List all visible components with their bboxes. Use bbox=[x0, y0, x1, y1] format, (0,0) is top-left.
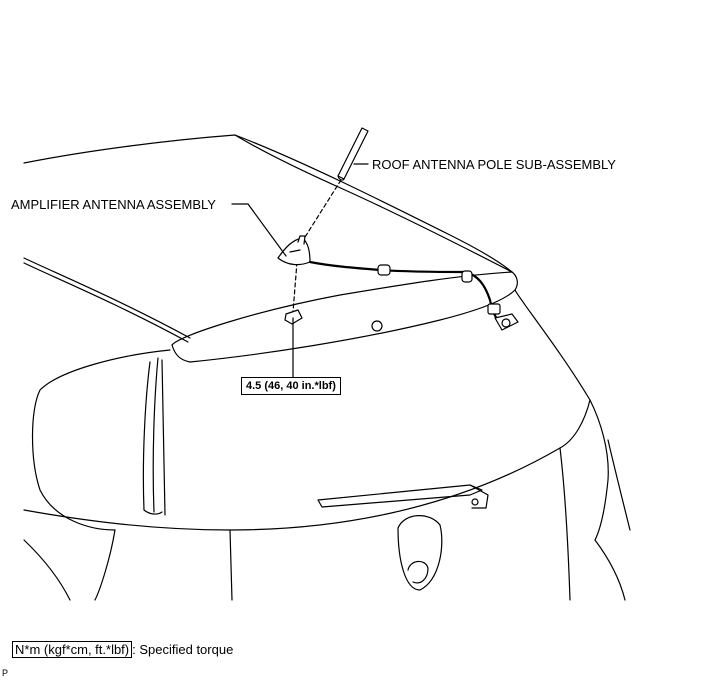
amplifier-antenna bbox=[277, 235, 311, 266]
legend-description: : Specified torque bbox=[132, 642, 234, 657]
antenna-pole bbox=[337, 127, 369, 181]
rear-body bbox=[23, 289, 631, 601]
mounting-nut bbox=[284, 309, 303, 379]
leader-lines bbox=[231, 163, 369, 257]
roof-antenna-pole-label: ROOF ANTENNA POLE SUB-ASSEMBLY bbox=[372, 157, 616, 172]
torque-spec-box: 4.5 (46, 40 in.*lbf) bbox=[241, 377, 341, 395]
torque-legend: N*m (kgf*cm, ft.*lbf): Specified torque bbox=[12, 641, 234, 658]
corner-mark: P bbox=[2, 668, 9, 678]
roof-outline bbox=[23, 134, 513, 343]
antenna-cable bbox=[308, 260, 519, 331]
rear-lamp bbox=[397, 515, 443, 591]
install-guide-lines bbox=[292, 179, 342, 313]
legend-key: N*m (kgf*cm, ft.*lbf) bbox=[12, 641, 133, 658]
amplifier-antenna-label: AMPLIFIER ANTENNA ASSEMBLY bbox=[11, 197, 216, 212]
rear-spoiler bbox=[171, 271, 518, 363]
rear-wiper bbox=[317, 484, 489, 509]
